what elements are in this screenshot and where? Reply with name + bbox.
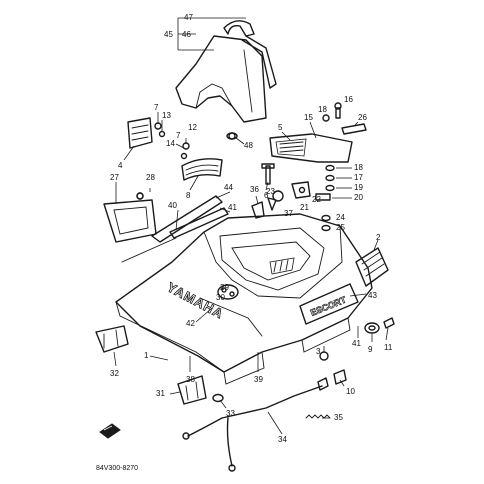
label-15: 15	[304, 113, 313, 122]
louver-part-2	[355, 247, 389, 287]
label-8: 8	[186, 191, 191, 200]
spring-part-35	[305, 414, 331, 419]
bolt-part-6	[261, 163, 275, 185]
washer-part-28	[136, 192, 144, 200]
screws-16-18	[322, 102, 342, 122]
label-32: 32	[110, 369, 119, 378]
label-36: 36	[250, 185, 259, 194]
label-41a: 41	[228, 203, 237, 212]
windshield	[175, 35, 267, 123]
main-hood	[115, 213, 373, 385]
label-35: 35	[334, 413, 343, 422]
bracket-45-46	[177, 17, 246, 51]
label-27: 27	[110, 173, 119, 182]
windshield-trim	[223, 20, 255, 37]
label-7a: 7	[154, 103, 159, 112]
pin-part-26	[341, 123, 367, 135]
bushing-9-11	[364, 317, 395, 334]
label-14: 14	[166, 139, 175, 148]
label-46: 46	[182, 30, 191, 39]
label-23: 23	[266, 187, 275, 196]
label-5: 5	[278, 123, 283, 132]
label-20: 20	[354, 193, 363, 202]
label-19: 19	[354, 183, 363, 192]
label-7b: 7	[176, 131, 181, 140]
label-31: 31	[156, 389, 165, 398]
label-2: 2	[376, 233, 381, 242]
label-9: 9	[368, 345, 373, 354]
label-43: 43	[368, 291, 377, 300]
label-11: 11	[384, 343, 393, 352]
washer-part-48	[226, 132, 238, 140]
windshield-edge	[243, 49, 253, 113]
label-13: 13	[162, 111, 171, 120]
label-37: 37	[284, 209, 293, 218]
windshield-inner	[195, 83, 233, 109]
label-38: 38	[186, 375, 195, 384]
label-4: 4	[118, 161, 123, 170]
tag-bottom-left	[99, 423, 121, 439]
label-12: 12	[188, 123, 197, 132]
label-17: 17	[354, 173, 363, 182]
windshield-group	[175, 20, 277, 123]
label-42: 42	[186, 319, 195, 328]
panel-part-27	[103, 192, 157, 243]
drawing-code: 84V300-8270	[96, 465, 138, 472]
label-16: 16	[344, 95, 353, 104]
label-44: 44	[224, 183, 233, 192]
label-1: 1	[144, 351, 149, 360]
label-24: 24	[336, 213, 345, 222]
label-3: 3	[316, 347, 321, 356]
windshield-frame-side	[241, 35, 277, 89]
label-21: 21	[300, 203, 309, 212]
grommet-part-33	[212, 393, 224, 403]
trim-strips	[121, 195, 229, 263]
label-18b: 18	[354, 163, 363, 172]
label-29: 29	[220, 283, 229, 292]
leader-lines	[113, 112, 389, 435]
label-28: 28	[146, 173, 155, 182]
hinge-part-32	[95, 325, 129, 353]
label-22: 22	[312, 195, 321, 204]
badge-29-30	[217, 284, 239, 300]
label-33: 33	[226, 409, 235, 418]
label-26: 26	[358, 113, 367, 122]
grille-part-4	[127, 117, 153, 149]
label-39: 39	[254, 375, 263, 384]
label-48: 48	[244, 141, 253, 150]
label-18a: 18	[318, 105, 327, 114]
bracket-21-22	[272, 181, 311, 202]
label-34: 34	[278, 435, 287, 444]
washers-24-25	[321, 214, 331, 232]
washers-17-20	[315, 164, 335, 201]
label-25: 25	[336, 223, 345, 232]
label-10: 10	[346, 387, 355, 396]
callout-labels: 47 46 45 7 13 12 7 14 4 48 18 16 5 15 26…	[110, 13, 393, 444]
panel-part-5-15	[269, 133, 353, 163]
hinge-part-31	[177, 375, 207, 405]
cable-part-34	[182, 377, 329, 472]
vent-part-8	[181, 158, 223, 181]
label-6: 6	[264, 191, 269, 200]
label-45: 45	[164, 30, 173, 39]
label-47: 47	[184, 13, 193, 22]
label-41b: 41	[352, 339, 361, 348]
label-40: 40	[168, 201, 177, 210]
label-30: 30	[216, 293, 225, 302]
